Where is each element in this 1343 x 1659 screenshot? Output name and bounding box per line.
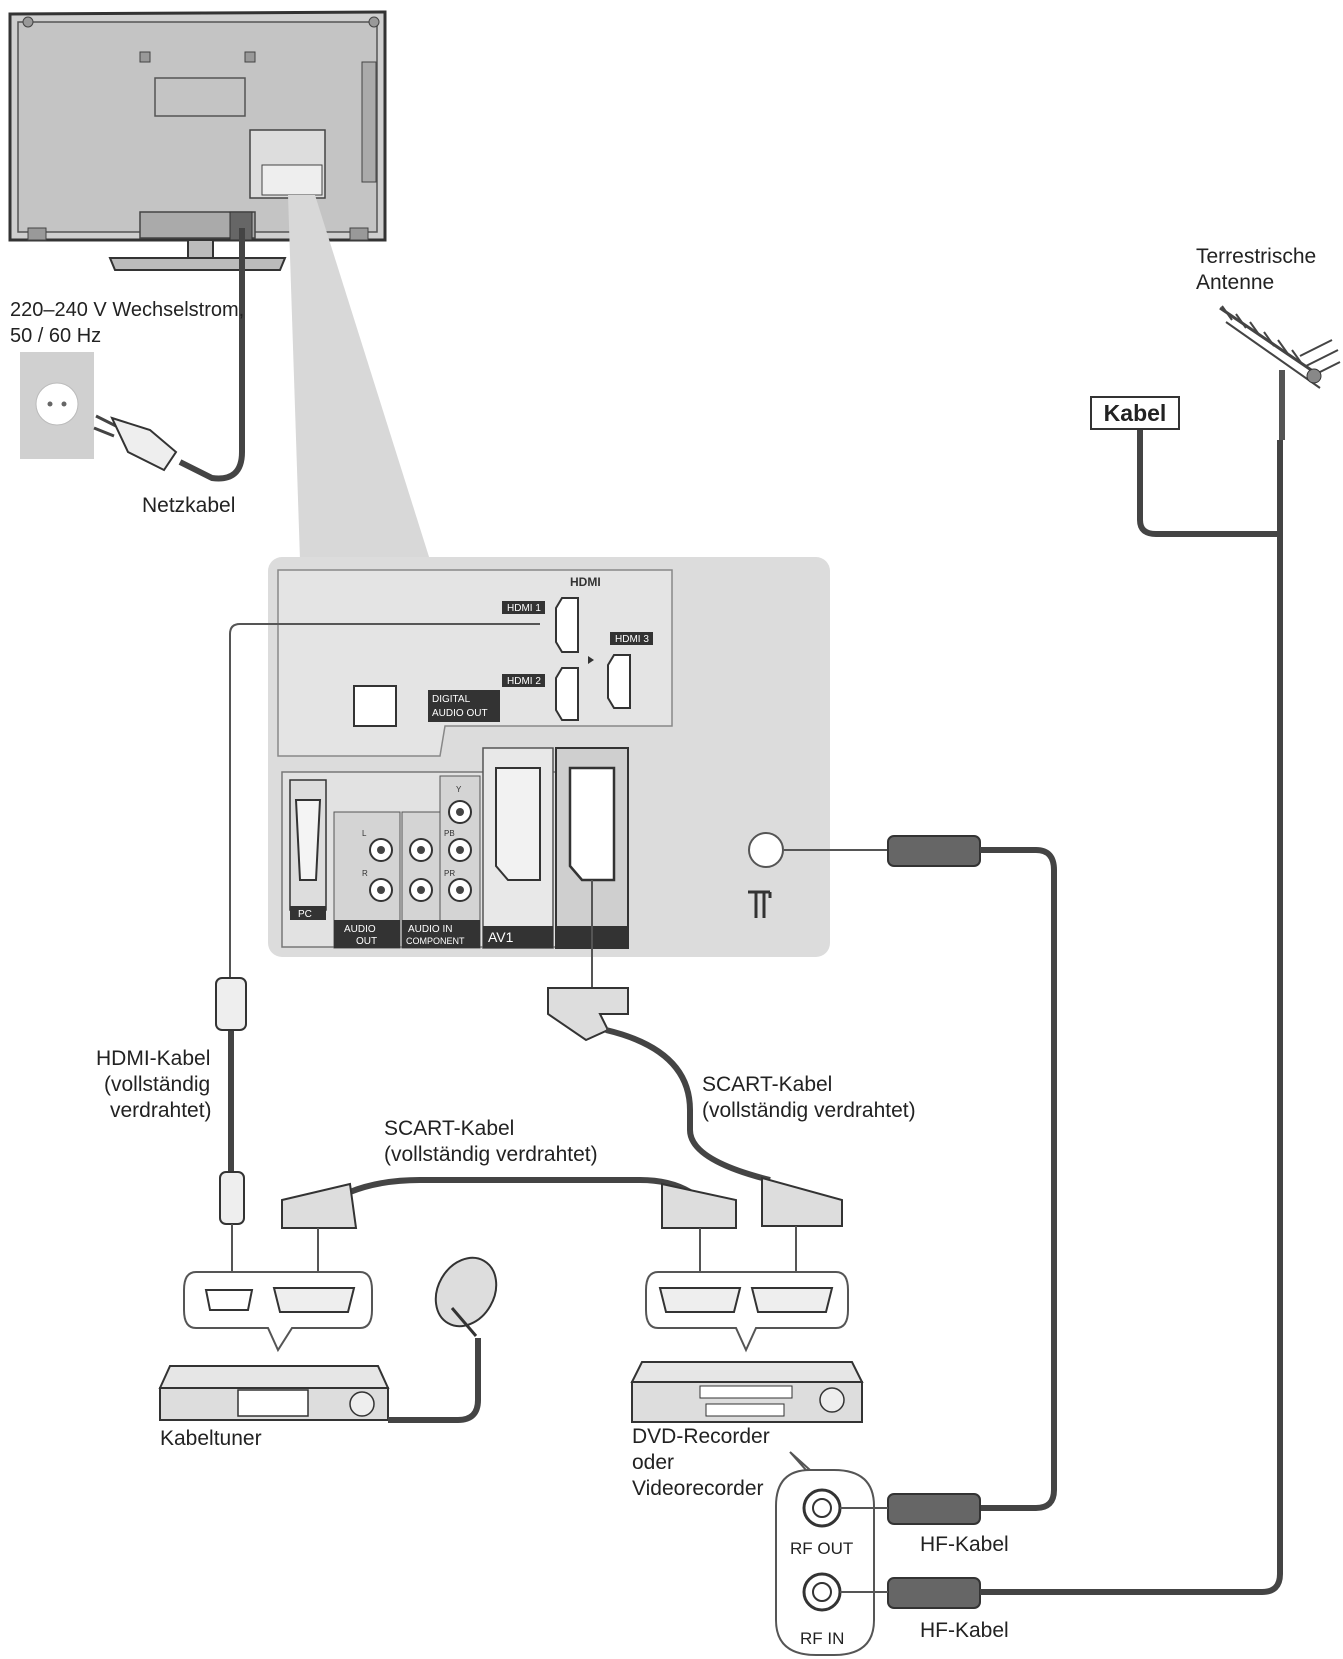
- svg-text:PC: PC: [298, 909, 312, 920]
- power-frequency-label: 50 / 60 Hz: [10, 325, 102, 347]
- power-label: 220–240 V Wechselstrom,: [10, 299, 245, 321]
- kabel-cable: [1137, 430, 1280, 537]
- satellite-cable: [388, 1338, 481, 1423]
- scart-cable-mid-label-2: (vollständig verdrahtet): [384, 1143, 598, 1166]
- scart-cable-right-label: SCART-Kabel: [702, 1073, 833, 1096]
- hdmi-cable-label: HDMI-Kabel: [96, 1047, 211, 1070]
- svg-text:DIGITAL: DIGITAL: [432, 694, 471, 705]
- hdmi-cable: [229, 623, 540, 980]
- rf-cable-label-1: HF-Kabel: [920, 1533, 1009, 1556]
- svg-text:COMPONENT: COMPONENT: [406, 936, 465, 946]
- antenna-cable: [980, 440, 1283, 1595]
- connection-panel: HDMI 1 HDMI 2 HDMI 3 HDMI DIGITAL AUDIO …: [268, 557, 830, 957]
- mains-cable: [178, 228, 245, 482]
- svg-text:Y: Y: [456, 785, 462, 794]
- svg-text:AUDIO IN: AUDIO IN: [408, 924, 452, 935]
- antenna-label-line2: Antenne: [1196, 271, 1275, 294]
- scart-connector-icon: [547, 987, 629, 1042]
- scart-cable-mid: [348, 1177, 692, 1195]
- rf-cable-label-2: HF-Kabel: [920, 1619, 1009, 1642]
- recorder-icon: [630, 1361, 864, 1423]
- cable-tuner-label: Kabeltuner: [160, 1427, 262, 1450]
- svg-text:OUT: OUT: [356, 936, 377, 947]
- svg-text:R: R: [362, 869, 368, 878]
- recorder-label-2: oder: [632, 1451, 675, 1474]
- rf-cable-top: [980, 847, 1057, 1511]
- antenna-icon: [1219, 305, 1341, 440]
- svg-text:L: L: [362, 829, 367, 838]
- scart-cable-right-label-2: (vollständig verdrahtet): [702, 1099, 916, 1122]
- plug-icon: [93, 414, 178, 472]
- svg-text:RF OUT: RF OUT: [790, 1539, 853, 1558]
- recorder-label-1: DVD-Recorder: [632, 1425, 770, 1448]
- satellite-dish-icon: [434, 1256, 498, 1337]
- rf-callout: [775, 1451, 875, 1656]
- svg-text:RF IN: RF IN: [800, 1629, 844, 1648]
- svg-text:PR: PR: [444, 869, 455, 878]
- svg-text:AUDIO: AUDIO: [344, 924, 376, 935]
- tv-back-icon: [8, 10, 387, 271]
- svg-text:AV1: AV1: [488, 929, 514, 945]
- rf-connector-icon: [802, 1488, 842, 1612]
- svg-text:HDMI 2: HDMI 2: [507, 676, 541, 687]
- svg-text:HDMI 1: HDMI 1: [507, 603, 541, 614]
- recorder-label-3: Videorecorder: [632, 1477, 764, 1500]
- hdmi-connector-icon: [215, 977, 247, 1280]
- wall-socket-icon: [20, 352, 94, 459]
- zoom-wedge: [288, 195, 430, 560]
- svg-text:AUDIO OUT: AUDIO OUT: [432, 708, 488, 719]
- scart-cable-mid-label: SCART-Kabel: [384, 1117, 515, 1140]
- svg-text:HDMI 3: HDMI 3: [615, 634, 649, 645]
- cable-label: Kabel: [1090, 396, 1180, 430]
- antenna-label-line1: Terrestrische: [1196, 245, 1317, 268]
- hdmi-cable-label-3: verdrahtet): [110, 1099, 212, 1122]
- cable-tuner-icon: [158, 1365, 390, 1421]
- svg-text:PB: PB: [444, 829, 455, 838]
- scart-cable-right: [605, 1027, 771, 1183]
- mains-cable-label: Netzkabel: [142, 494, 236, 517]
- svg-text:HDMI: HDMI: [570, 575, 601, 589]
- hdmi-cable-label-2: (vollständig: [104, 1073, 211, 1096]
